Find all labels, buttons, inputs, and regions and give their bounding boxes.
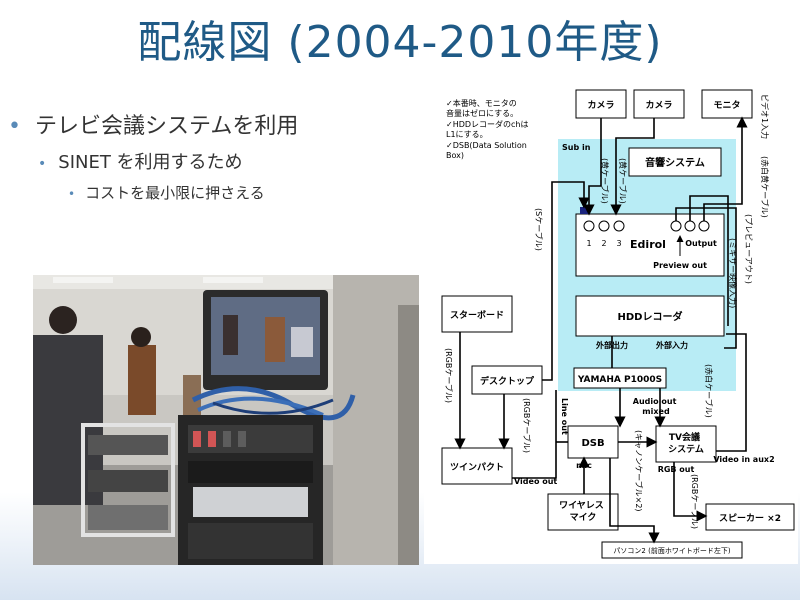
camera2-label: カメラ [645,100,672,111]
tv-conf-line: TV会議 [669,431,700,443]
dsb-box [567,425,619,459]
input3-label: 3 [616,239,621,248]
wireless-mic-label: ワイヤレス マイク [559,500,607,523]
tv-conf-label: TV会議 システム [668,431,704,455]
audio-out-line: Audio out [633,397,677,406]
bullet-text: SINET を利用するため [58,152,243,173]
bullet-dot-icon: • [68,187,76,201]
input1-label: 1 [586,239,591,248]
input-jack-3 [613,220,625,232]
cable-label: (ミキサー映像入力) [728,238,738,308]
wireless-mic-line: ワイヤレス [559,500,604,511]
input-jack-1 [583,220,595,232]
camera2-box [633,89,685,119]
cable-label: (赤白黄ケーブル) [760,156,770,218]
cable-label: (プレビューアウト) [744,214,753,284]
cable-label: ビデオ1入力 [760,94,770,139]
note-line: L1にする。 [446,130,488,139]
note-line: ✓DSB(Data Solution [446,141,527,150]
cable-label: (Sケーブル) [534,208,544,251]
yamaha-label: YAMAHA P1000S [577,375,662,385]
hdd-recorder-label: HDDレコーダ [618,310,683,323]
star-board-label: スターボード [450,309,504,321]
audio-system-box [628,147,722,177]
camera1-label: カメラ [587,100,614,111]
speaker-box [705,503,795,531]
video-out-label: Video out [514,477,557,486]
slide-title: 配線図 (2004-2010年度) [137,17,663,68]
wireless-mic-box [547,493,619,531]
monitor-label: モニタ [713,99,740,111]
sub-in-label: Sub in [562,143,591,152]
cable-label: (RGBケーブル) [690,474,700,529]
cable-label: (キャノンケーブル×2) [634,430,644,512]
audio-system-label: 音響システム [645,156,705,169]
desktop-label: デスクトップ [480,375,535,387]
line-out-label: Line out [560,398,569,435]
dsb-label: DSB [581,438,604,449]
bullet-text: コストを最小限に押さえる [85,184,265,202]
cable-label: (RGBケーブル) [444,348,454,403]
tv-conf-line: システム [668,444,704,455]
output-label: Output [685,239,717,248]
ext-in-label: 外部入力 [656,340,688,350]
desktop-box [471,365,543,395]
edirol-label: Edirol [630,238,666,251]
bullet-level1: • テレビ会議システムを利用 [8,108,348,140]
output-jack-1 [684,220,696,232]
monitor-box [701,89,753,119]
hdd-recorder-box [575,295,725,337]
preview-jack [670,220,682,232]
preview-out-label: Preview out [653,261,707,270]
bullet-level2: • SINET を利用するため [38,148,243,174]
audio-out-label: Audio out mixed [633,397,679,416]
cable-label: (黄ケーブル) [618,158,628,204]
twin-pact-box [441,447,513,485]
bullet-dot-icon: • [38,156,47,172]
speaker-label: スピーカー ×2 [719,512,781,524]
pc2-label: パソコン2 (前面ホワイトボード左下) [613,546,730,555]
note-line: ✓HDDレコーダのchは [446,119,529,129]
note-line: 音量はゼロにする。 [446,108,518,118]
cable-label: (RGBケーブル) [522,398,532,453]
input-jack-2 [598,220,610,232]
pc2-box [601,541,743,559]
equipment-photo [33,275,419,565]
bullet-level3: • コストを最小限に押さえる [68,182,265,203]
twin-pact-label: ツインパクト [450,461,504,473]
audio-out-line: mixed [642,407,670,416]
camera1-box [575,89,627,119]
wiring-diagram: ✓本番時、モニタの 音量はゼロにする。 ✓HDDレコーダのchは L1にする。 … [424,86,798,564]
note-line: Box) [446,151,464,160]
input2-label: 2 [601,239,606,248]
bullet-dot-icon: • [8,114,21,139]
cable-label: (赤白ケーブル) [704,364,714,418]
star-board-box [441,295,513,333]
bullet-text: テレビ会議システムを利用 [34,114,299,139]
note-line: ✓本番時、モニタの [446,98,517,108]
video-in-aux2-label: Video in aux2 [713,455,774,464]
wireless-mic-line: マイク [570,512,597,523]
cable-label: (黄ケーブル) [600,158,610,204]
rgb-out-label: RGB out [658,465,695,474]
output-jack-2 [698,220,710,232]
tv-conf-box [655,425,717,463]
